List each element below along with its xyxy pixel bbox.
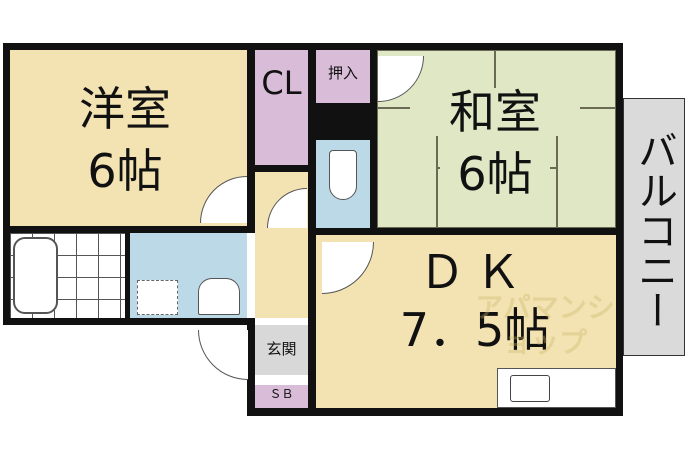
toilet-icon <box>329 150 357 200</box>
balcony <box>623 98 685 356</box>
wall <box>253 165 313 172</box>
dk-size: 7．5帖 <box>399 303 551 357</box>
japanese-room-name: 和室 <box>410 88 580 136</box>
closet <box>255 50 308 165</box>
wall <box>308 228 622 235</box>
balcony-label: バルコニー <box>631 130 677 330</box>
oshiire <box>316 50 370 103</box>
western-room-size: 6帖 <box>87 144 163 198</box>
wall <box>3 43 10 325</box>
wall <box>316 103 376 140</box>
japanese-room-size: 6帖 <box>440 150 550 198</box>
western-room-name: 洋室 <box>79 82 171 136</box>
washing-machine-space <box>137 280 178 315</box>
watermark: アパマンショップ <box>475 291 615 359</box>
wall <box>247 43 255 233</box>
tatami <box>557 108 616 228</box>
oshiire-label: 押入 <box>327 64 358 82</box>
closet-label: CL <box>261 64 302 102</box>
wall <box>125 233 130 318</box>
wall <box>3 318 255 325</box>
wall <box>247 318 255 416</box>
entrance <box>255 325 308 375</box>
tatami <box>377 108 437 228</box>
entrance-label: 玄関 <box>266 340 297 358</box>
bathtub-icon <box>13 237 58 314</box>
dk-name: ＤＫ <box>419 245 531 299</box>
shoebox-label: ＳＢ <box>269 387 294 401</box>
wall <box>3 226 255 233</box>
sink-icon <box>510 375 550 402</box>
wall <box>370 43 377 233</box>
washbasin-icon <box>198 278 240 315</box>
wall <box>247 408 622 416</box>
shoebox <box>255 385 308 408</box>
